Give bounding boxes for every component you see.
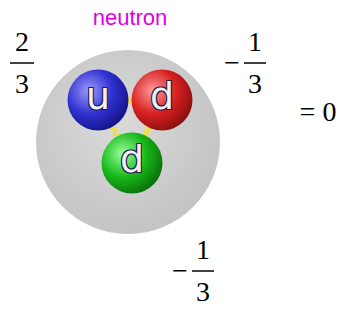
charge-value: 3	[196, 278, 210, 306]
quark-flavour: u	[67, 65, 129, 127]
particle-name: neutron	[93, 7, 168, 29]
hadron-body	[36, 50, 220, 234]
quark-ball: d	[101, 132, 163, 194]
charge-value: 3	[248, 70, 262, 98]
charge-value: = 0	[300, 98, 337, 126]
charge-value: 3	[15, 70, 29, 98]
quark-flavour: d	[101, 128, 163, 190]
charge-value: −	[224, 49, 240, 77]
fraction-bar	[10, 62, 34, 64]
quark-flavour: d	[131, 65, 193, 127]
fraction-bar	[192, 270, 214, 272]
quark-ball: u	[67, 69, 129, 131]
charge-value: −	[172, 257, 188, 285]
gluon-spring	[144, 126, 150, 137]
charge-value: 1	[196, 236, 210, 264]
charge-value: 2	[15, 28, 29, 56]
charge-value: 1	[248, 28, 262, 56]
fraction-bar	[244, 62, 266, 64]
quark-ball: d	[131, 69, 193, 131]
gluon-spring	[110, 126, 119, 138]
